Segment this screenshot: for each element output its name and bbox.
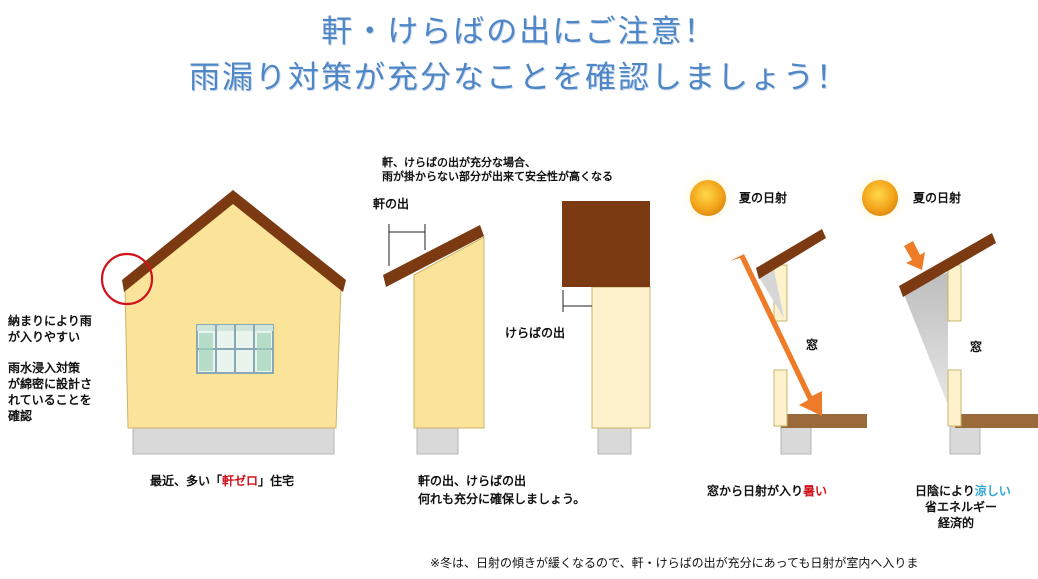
zero-eave-caption: 最近、多い「軒ゼロ」住宅 bbox=[150, 474, 295, 488]
sun-scenario-hot bbox=[678, 168, 867, 455]
leak-note-line2: が入りやすい bbox=[8, 330, 81, 344]
eave-section bbox=[383, 224, 485, 455]
house1-wall bbox=[124, 200, 342, 429]
leak-risk-circle bbox=[100, 252, 154, 306]
hot-floor bbox=[781, 414, 867, 428]
hot-shade bbox=[757, 270, 784, 318]
summer-sun-label-a: 夏の日射 bbox=[739, 191, 788, 205]
design-note-line1: 雨水浸入対策 bbox=[8, 361, 81, 375]
title-line-1: 軒・けらばの出にご注意！ bbox=[321, 14, 717, 50]
cool-floor bbox=[955, 414, 1038, 428]
safety-note-line2: 雨が掛からない部分が出来て安全性が高くなる bbox=[382, 170, 613, 183]
verge-label: けらばの出 bbox=[505, 326, 566, 340]
title-line-2: 雨漏り対策が充分なことを確認しましょう！ bbox=[189, 60, 849, 96]
gable-wall bbox=[591, 286, 651, 429]
verge-dimension bbox=[562, 290, 592, 312]
section-roof bbox=[383, 225, 484, 287]
hot-caption: 窓から日射が入り暑い bbox=[707, 484, 828, 498]
sun-scenario-cool bbox=[850, 168, 1038, 455]
hot-roof bbox=[756, 229, 826, 279]
cool-wall-lower bbox=[947, 369, 962, 427]
cool-roof bbox=[899, 233, 996, 297]
cool-caption-line2: 省エネルギー bbox=[925, 500, 998, 514]
winter-footnote: ※冬は、日射の傾きが緩くなるので、軒・けらばの出が充分にあっても日射が室内へ入り… bbox=[430, 556, 919, 570]
eave-label: 軒の出 bbox=[373, 197, 410, 211]
gable-roof bbox=[562, 201, 650, 287]
design-note-line2: が綿密に設計さ bbox=[8, 377, 93, 391]
window-label-b: 窓 bbox=[970, 340, 983, 354]
cool-shade bbox=[903, 272, 948, 405]
section-foundation bbox=[416, 425, 459, 455]
sun-ray-arrow-short bbox=[904, 241, 925, 270]
safety-note-line1: 軒、けらばの出が充分な場合、 bbox=[382, 156, 536, 169]
cool-wall-upper bbox=[947, 264, 962, 322]
eave-dimension bbox=[388, 224, 426, 266]
zero-eave-house bbox=[100, 190, 346, 455]
gable-foundation bbox=[597, 425, 632, 455]
sun-icon bbox=[862, 180, 898, 216]
cool-caption-line3: 経済的 bbox=[938, 516, 975, 530]
summer-sun-label-b: 夏の日射 bbox=[913, 191, 962, 205]
house1-roof-right bbox=[233, 190, 346, 292]
hot-wall-lower bbox=[773, 369, 788, 427]
sun-icon bbox=[690, 180, 726, 216]
hot-foundation bbox=[780, 425, 812, 455]
cool-foundation bbox=[949, 425, 981, 455]
house1-foundation bbox=[132, 425, 335, 455]
cool-caption-line1: 日陰により涼しい bbox=[915, 484, 1011, 498]
house1-window bbox=[196, 324, 274, 374]
middle-caption-line1: 軒の出、けらばの出 bbox=[418, 474, 527, 488]
verge-section bbox=[562, 201, 651, 455]
section-wall bbox=[413, 236, 485, 429]
design-note-line4: 確認 bbox=[8, 409, 33, 423]
sun-ray-arrow bbox=[730, 254, 822, 416]
window-label-a: 窓 bbox=[806, 338, 819, 352]
middle-caption-line2: 何れも充分に確保しましょう。 bbox=[418, 492, 586, 506]
design-note-line3: れていることを bbox=[8, 393, 92, 407]
leak-note-line1: 納まりにより雨 bbox=[8, 314, 92, 328]
